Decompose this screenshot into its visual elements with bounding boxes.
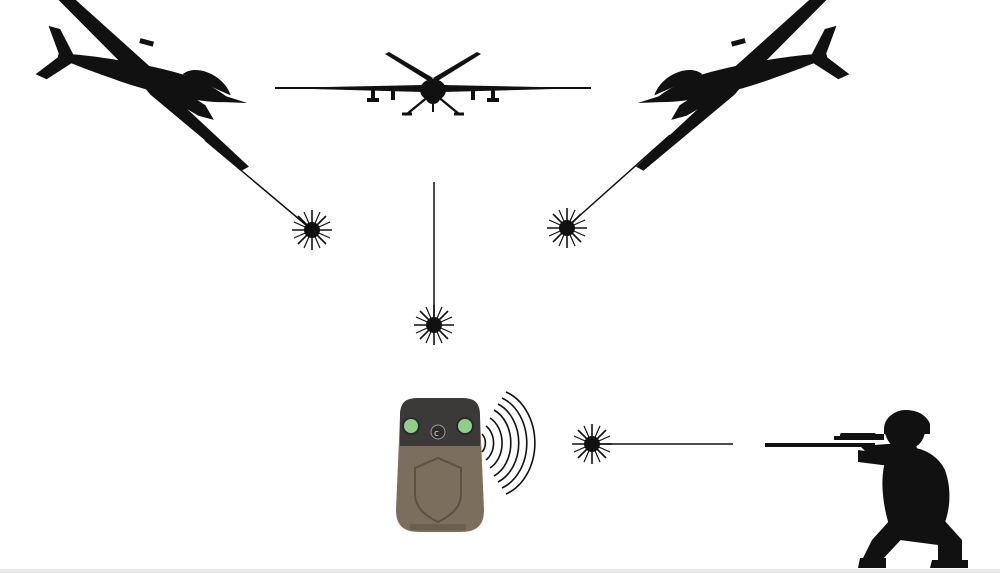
laser-burst-left bbox=[292, 210, 332, 250]
sensor-right bbox=[457, 418, 473, 434]
laser-burst-center bbox=[414, 305, 454, 345]
kneeling-sniper bbox=[765, 410, 968, 568]
laser-beam-left bbox=[205, 140, 312, 230]
laser-burst-sniper bbox=[572, 424, 612, 464]
reaper-drone-center bbox=[275, 52, 591, 114]
laser-burst-right bbox=[547, 208, 587, 248]
laser-beam-right bbox=[568, 135, 670, 226]
sensor-left bbox=[403, 418, 419, 434]
wireless-signal-waves bbox=[482, 392, 535, 494]
wearable-laser-detector: c bbox=[396, 398, 484, 532]
bottom-border bbox=[0, 569, 1000, 573]
reaper-drone-left bbox=[18, 0, 281, 172]
svg-text:c: c bbox=[434, 429, 439, 439]
reaper-drone-right bbox=[604, 0, 867, 172]
